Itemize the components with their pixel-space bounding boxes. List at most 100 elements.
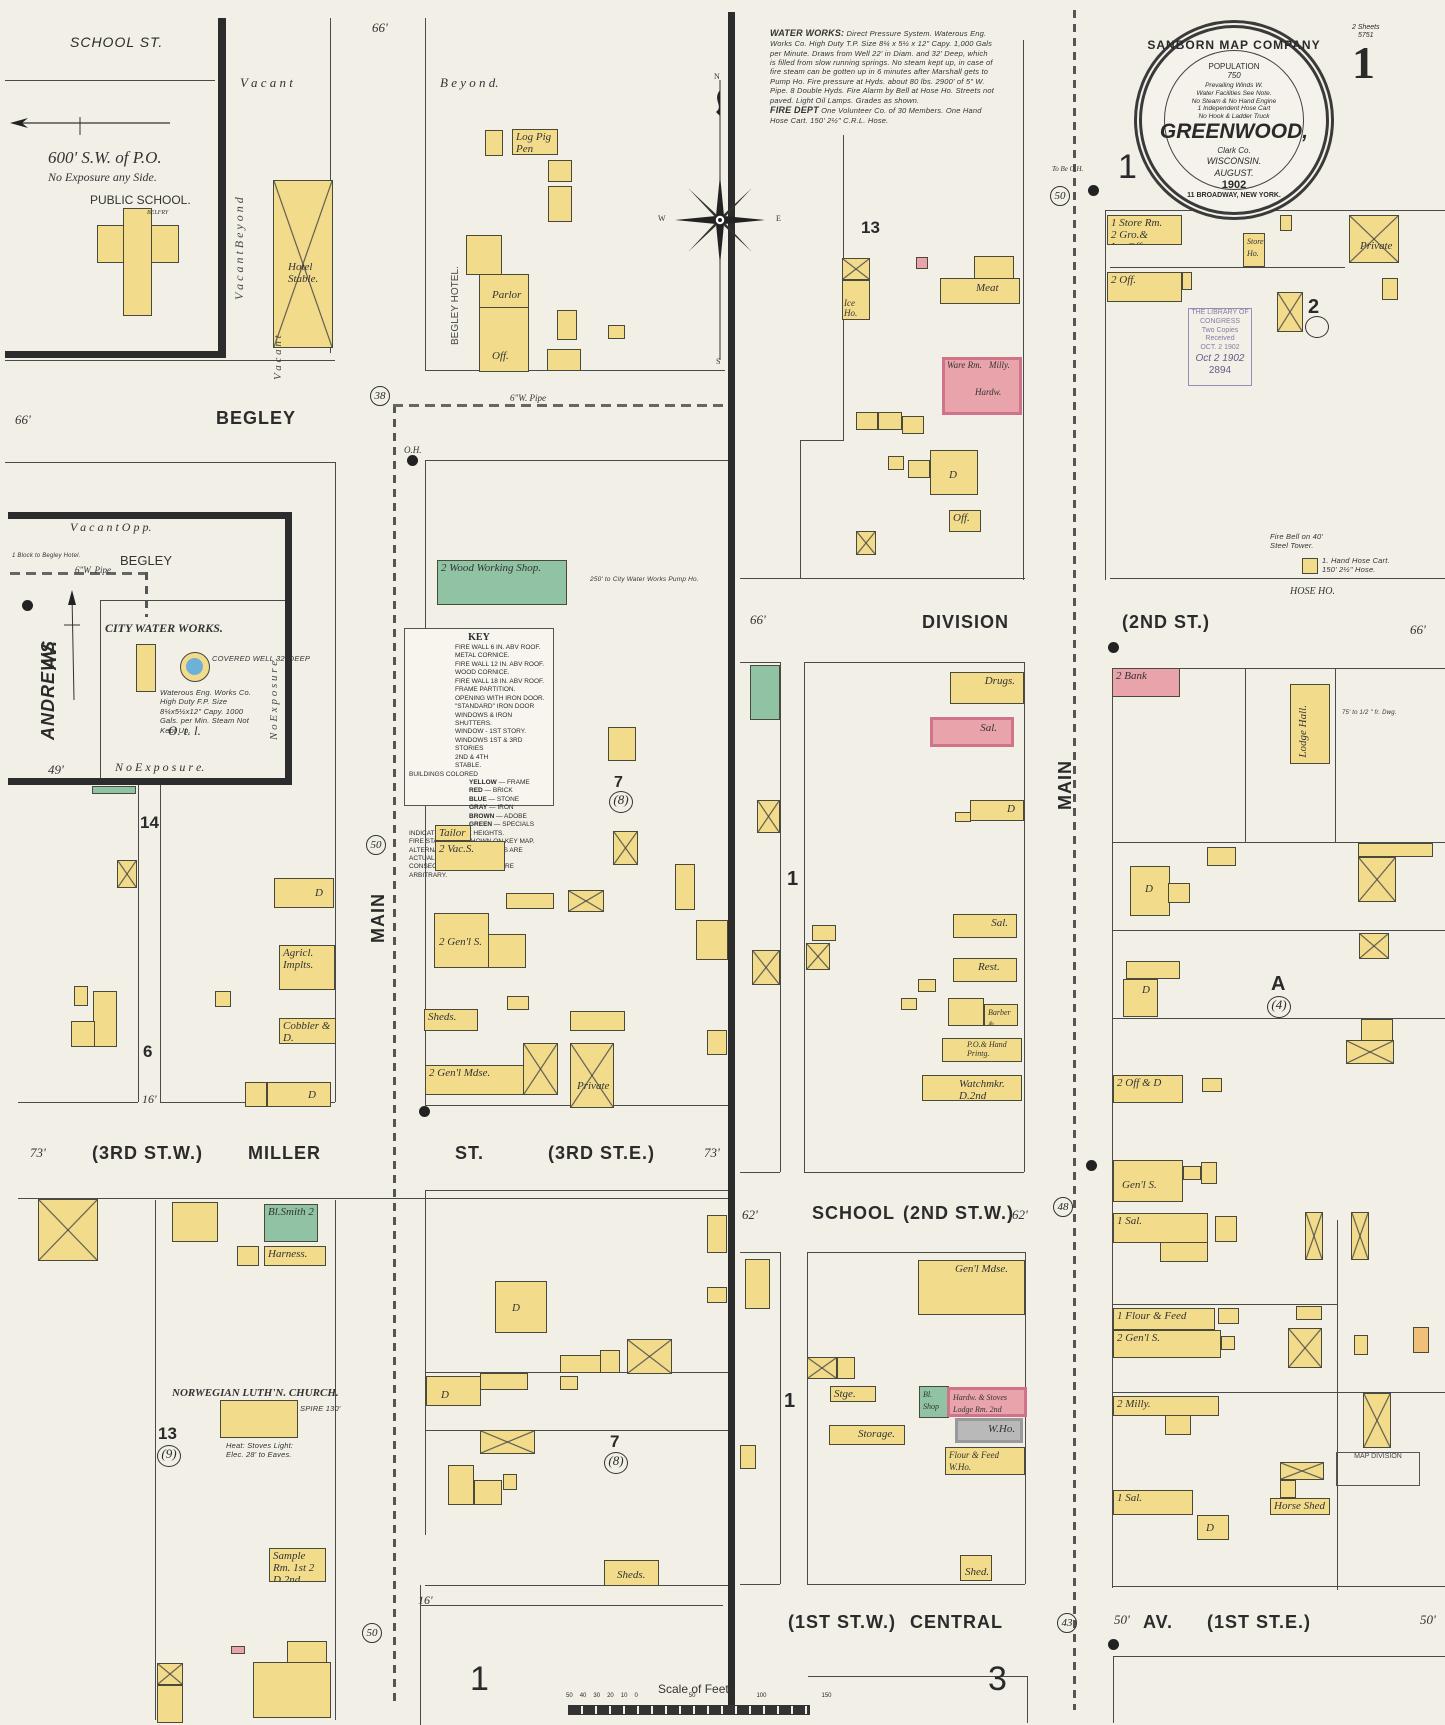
building-large-frame: [253, 1662, 331, 1718]
po-printing-label: P.O.& Hand Printg.: [967, 1040, 1007, 1058]
off2-label: 2 Off.: [1111, 274, 1137, 286]
label-church-note: Heat: Stoves Light: Elec. 28' to Eaves.: [226, 1441, 294, 1460]
building-begley-hotel-parlor: Parlor: [479, 274, 529, 309]
block-line: [800, 440, 844, 441]
key-material: BRICK: [492, 787, 513, 795]
building-shed: [117, 860, 137, 888]
street-label-central: CENTRAL: [910, 1612, 1003, 1632]
building-bank: 2 Bank: [1112, 668, 1180, 697]
building-barber: [948, 998, 984, 1026]
block-line: [800, 440, 801, 578]
stamp-date: OCT. 2 1902: [1200, 344, 1240, 351]
block-line: [1113, 1656, 1445, 1657]
block-subnumber-9: (9): [157, 1445, 181, 1467]
block-line: [335, 1200, 336, 1720]
street-width: 16': [418, 1593, 433, 1607]
building-dwelling-ext: [474, 1480, 502, 1505]
building-lodge-hall: Lodge Hall.: [1290, 684, 1330, 764]
block-line: [1337, 1220, 1338, 1590]
building-outbuilding: [157, 1685, 183, 1723]
building-dwelling: [707, 1030, 727, 1055]
hydrant-size-50c: 50: [362, 1623, 382, 1643]
building-office: 2 Off.: [1107, 272, 1182, 302]
building-outbuilding: [507, 996, 529, 1010]
building-outbuilding: [503, 1474, 517, 1490]
block-number-7b: 7: [610, 1432, 620, 1451]
label-belfry: BELFRY: [147, 210, 169, 216]
block-number-14: 14: [140, 813, 159, 832]
label-waterous: Waterous Eng. Works Co. High Duty F.P. S…: [160, 688, 252, 735]
key-material: FRAME: [506, 779, 530, 786]
building-shed: [1288, 1328, 1322, 1368]
key-color-row: BLUE — STONE: [469, 795, 520, 803]
sheets-note: 2 Sheets: [1352, 24, 1380, 31]
key-row: METAL CORNICE.: [455, 652, 510, 660]
block-line: [780, 662, 781, 1172]
barber-label: Barber & Confect.: [988, 1008, 1011, 1026]
seal-inner-ring: [1164, 50, 1304, 190]
block-line: [1112, 930, 1445, 931]
street-label-school-st: SCHOOL ST.: [70, 34, 164, 50]
d-label: D: [1206, 1522, 1214, 1534]
key-row: WINDOWS 1ST & 3RD STORIES: [455, 736, 523, 753]
building-horse-shed: Horse Shed: [1270, 1498, 1330, 1515]
building-outbuilding: [1215, 1216, 1237, 1242]
street-label-2nd-st: (2ND ST.): [1122, 612, 1211, 632]
building-shed: [842, 258, 870, 280]
rest-label: Rest.: [978, 961, 1000, 973]
building-pump-house: [136, 644, 156, 692]
building-outbuilding: [902, 416, 924, 434]
tailor-label: Tailor: [439, 827, 466, 839]
block-subnumber-4: (4): [1267, 996, 1291, 1018]
waterworks-box-top: [8, 512, 292, 519]
genl-mdse2-label: Gen'l Mdse.: [955, 1263, 1009, 1275]
block-number-7: 2: [1308, 296, 1320, 318]
building-store-gro-ins: 1 Store Rm.2 Gro.& Ins.Off.: [1107, 215, 1182, 245]
block-line: [5, 80, 215, 81]
street-label-miller: MILLER: [248, 1143, 321, 1163]
compass-s: S: [716, 357, 721, 366]
building-dwelling: [172, 1202, 218, 1242]
agricl-label: Agricl. Implts.: [283, 947, 314, 972]
key-color-row: YELLOW — FRAME: [469, 779, 530, 786]
water-pipe-waterworks-v: [145, 572, 148, 617]
street-label-3rd-st-w: (3RD ST.W.): [92, 1143, 204, 1163]
fire-bell-note: Fire Bell on 40' Steel Tower.: [1270, 532, 1323, 551]
key-row: WINDOW - 1ST STORY.: [455, 728, 527, 736]
building-dwelling: D: [970, 800, 1024, 821]
compass-w: W: [658, 214, 666, 223]
block-line: [425, 18, 426, 370]
seal-address: 11 BROADWAY, NEW YORK.: [1187, 192, 1281, 199]
key-color: GRAY: [469, 804, 488, 812]
building-dwelling: D: [267, 1082, 331, 1107]
building-blacksmith-shop: Bl. Shop: [919, 1386, 949, 1418]
label-block-to-hotel: 1 Block to Begley Hotel.: [12, 553, 81, 559]
bl-smith-label: Bl.Smith 2: [268, 1206, 314, 1218]
block-line: [5, 462, 335, 463]
sal2-label: 1 Sal.: [1117, 1215, 1143, 1227]
building-shed: [568, 890, 604, 912]
building-saloon-3: 1 Sal.: [1113, 1490, 1193, 1515]
street-label-1st-st-e: (1ST ST.E.): [1207, 1612, 1312, 1632]
block-line: [1112, 1586, 1445, 1587]
water-works-note: WATER WORKS: Direct Pressure System. Wat…: [770, 28, 995, 126]
building-begley-hotel-north: [466, 235, 502, 275]
street-width: 62': [1012, 1207, 1028, 1222]
block-line: [335, 462, 336, 1102]
oh-hydrant: [22, 600, 33, 611]
pig-pen-label: Log Pig Pen: [516, 131, 552, 155]
building-outbuilding: [707, 1287, 727, 1303]
block-line: [1024, 662, 1025, 1172]
key-material: SPECIALS: [502, 821, 535, 829]
building-outbuilding: [74, 986, 88, 1006]
main-boundary-center: [728, 12, 735, 1712]
building-shed: [1305, 1212, 1323, 1260]
block-line: [807, 1252, 808, 1584]
stamp-number: 2894: [1208, 365, 1232, 377]
building-paint-shed: [92, 786, 136, 794]
street-label-begley: BEGLEY: [216, 408, 297, 428]
building-saloon-brick: Sal.: [930, 717, 1014, 747]
section-boundary-left-top: [218, 18, 226, 358]
seal-state: WISCONSIN.: [1206, 156, 1262, 166]
storage-label: Storage.: [858, 1428, 895, 1440]
